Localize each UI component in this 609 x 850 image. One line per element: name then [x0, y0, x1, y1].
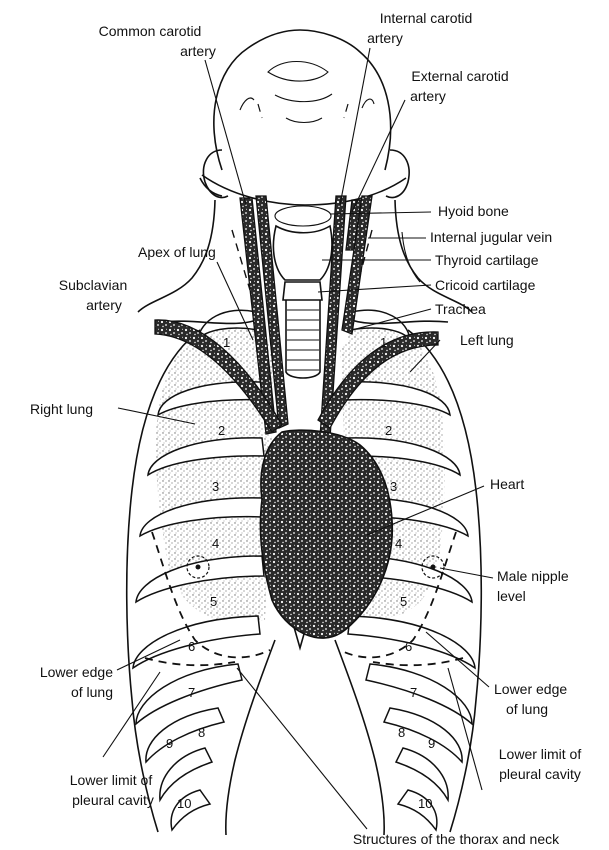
label-cricoid-cartilage: Cricoid cartilage: [435, 277, 536, 293]
rib-number-r8: 8: [198, 725, 205, 740]
rib-number-r2: 2: [218, 423, 225, 438]
rib-number-r10: 10: [177, 796, 191, 811]
rib-number-r3: 3: [212, 479, 219, 494]
thyroid-shape: [273, 226, 332, 280]
rib-number-l4: 4: [395, 536, 402, 551]
label-right-lung: Right lung: [30, 401, 93, 417]
label-left-lung: Left lung: [460, 332, 514, 348]
rib-number-l10: 10: [418, 796, 432, 811]
rib-number-l5: 5: [400, 594, 407, 609]
label-apex-of-lung: Apex of lung: [138, 244, 216, 260]
rib-number-r7: 7: [188, 685, 195, 700]
label-heart: Heart: [490, 476, 524, 492]
rib-number-l9: 9: [428, 736, 435, 751]
caption: Structures of the thorax and neck: [353, 831, 560, 847]
rib-number-r5: 5: [210, 594, 217, 609]
rib-number-l6: 6: [405, 639, 412, 654]
rib-number-l1: 1: [380, 335, 387, 350]
trachea-shape: [286, 300, 320, 378]
label-hyoid-bone: Hyoid bone: [438, 203, 509, 219]
rib-number-r1: 1: [223, 335, 230, 350]
cricoid-shape: [283, 282, 322, 300]
label-trachea: Trachea: [435, 301, 486, 317]
hyoid-shape: [275, 206, 331, 226]
rib-number-r6: 6: [188, 639, 195, 654]
label-thyroid-cartilage: Thyroid cartilage: [435, 252, 539, 268]
rib-number-r4: 4: [212, 536, 219, 551]
right-pleural-limit: [145, 658, 235, 665]
rib-number-l8: 8: [398, 725, 405, 740]
head: [200, 30, 409, 205]
rib-number-l7: 7: [410, 685, 417, 700]
rib-number-l3: 3: [390, 479, 397, 494]
rib-number-l2: 2: [385, 423, 392, 438]
rib-number-r9: 9: [166, 736, 173, 751]
left-pleural-limit: [373, 658, 463, 665]
label-internal-jugular-vein: Internal jugular vein: [430, 229, 552, 245]
